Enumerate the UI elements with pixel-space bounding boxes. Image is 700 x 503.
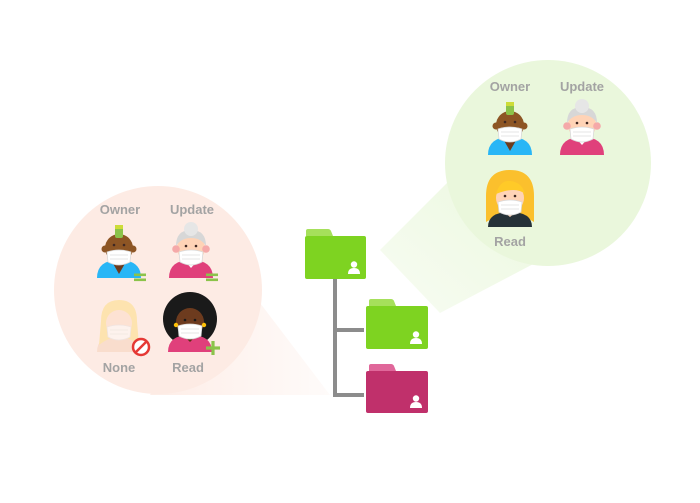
equal-badge-icon xyxy=(134,273,146,282)
owner-label: Owner xyxy=(100,202,140,217)
owner-avatar xyxy=(97,225,141,278)
tree-connector xyxy=(333,278,364,397)
owner-avatar xyxy=(488,102,532,155)
read-label: Read xyxy=(172,360,204,375)
pink-permissions-bubble xyxy=(54,186,262,394)
child-folder-green[interactable] xyxy=(366,299,428,349)
green-bubble-pointer xyxy=(380,160,560,313)
read-avatar xyxy=(486,170,534,227)
no-access-icon xyxy=(131,337,151,357)
child-folder-pink[interactable] xyxy=(366,364,428,413)
none-label: None xyxy=(103,360,136,375)
update-label: Update xyxy=(170,202,214,217)
read-avatar xyxy=(163,292,217,352)
update-avatar xyxy=(169,222,213,278)
folder-tree xyxy=(305,229,428,413)
green-permissions-bubble xyxy=(445,60,651,266)
none-avatar xyxy=(97,300,141,352)
pink-panel: Owner Update None Read xyxy=(97,202,220,375)
equal-badge-icon xyxy=(206,273,218,282)
plus-badge-icon xyxy=(206,341,220,355)
update-label: Update xyxy=(560,79,604,94)
read-label: Read xyxy=(494,234,526,249)
root-folder[interactable] xyxy=(305,229,366,279)
owner-label: Owner xyxy=(490,79,530,94)
update-avatar xyxy=(560,99,604,155)
green-panel: Owner Update Read xyxy=(486,79,604,249)
